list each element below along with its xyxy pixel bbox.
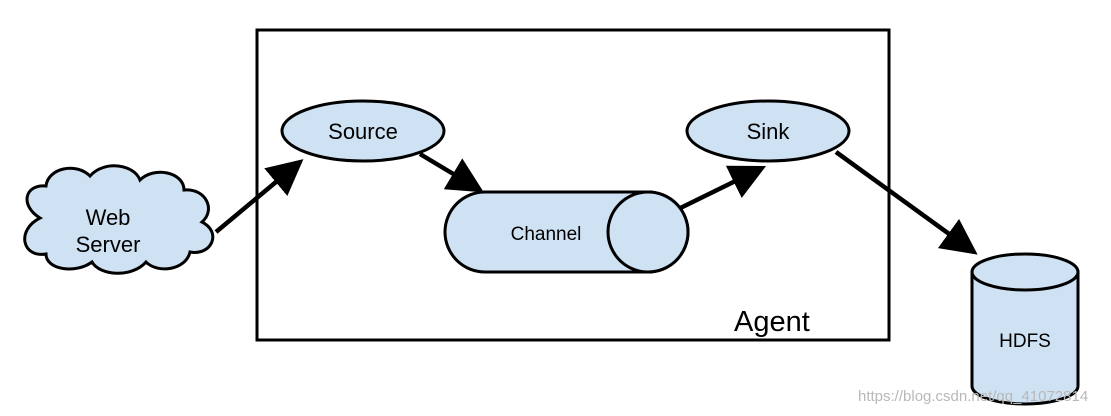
sink-label: Sink (747, 119, 791, 144)
web-server-label-line1: Web (86, 205, 131, 230)
sink-node: Sink (685, 99, 851, 163)
cloud-icon (23, 164, 215, 275)
sink-ellipse (685, 99, 851, 163)
hdfs-cylinder-top (970, 252, 1080, 292)
agent-label: Agent (734, 306, 810, 338)
watermark-url: https://blog.csdn.net/qq_41072814 (858, 388, 1089, 405)
channel-cylinder-cap (606, 190, 690, 274)
edge-sink-to-hdfs (834, 150, 978, 255)
edge-source-to-channel (418, 152, 484, 193)
edge-webserver-to-source (214, 159, 304, 234)
source-label: Source (328, 119, 398, 144)
hdfs-node: HDFS (970, 252, 1080, 406)
agent-box (255, 28, 891, 342)
source-node: Source (280, 99, 446, 163)
source-ellipse (280, 99, 446, 163)
web-server-label-line2: Server (76, 232, 141, 257)
hdfs-label: HDFS (999, 331, 1051, 352)
channel-label: Channel (511, 224, 582, 245)
web-server-node: Web Server (23, 164, 215, 275)
channel-node: Channel (443, 190, 690, 274)
hdfs-cylinder-body (970, 270, 1080, 406)
